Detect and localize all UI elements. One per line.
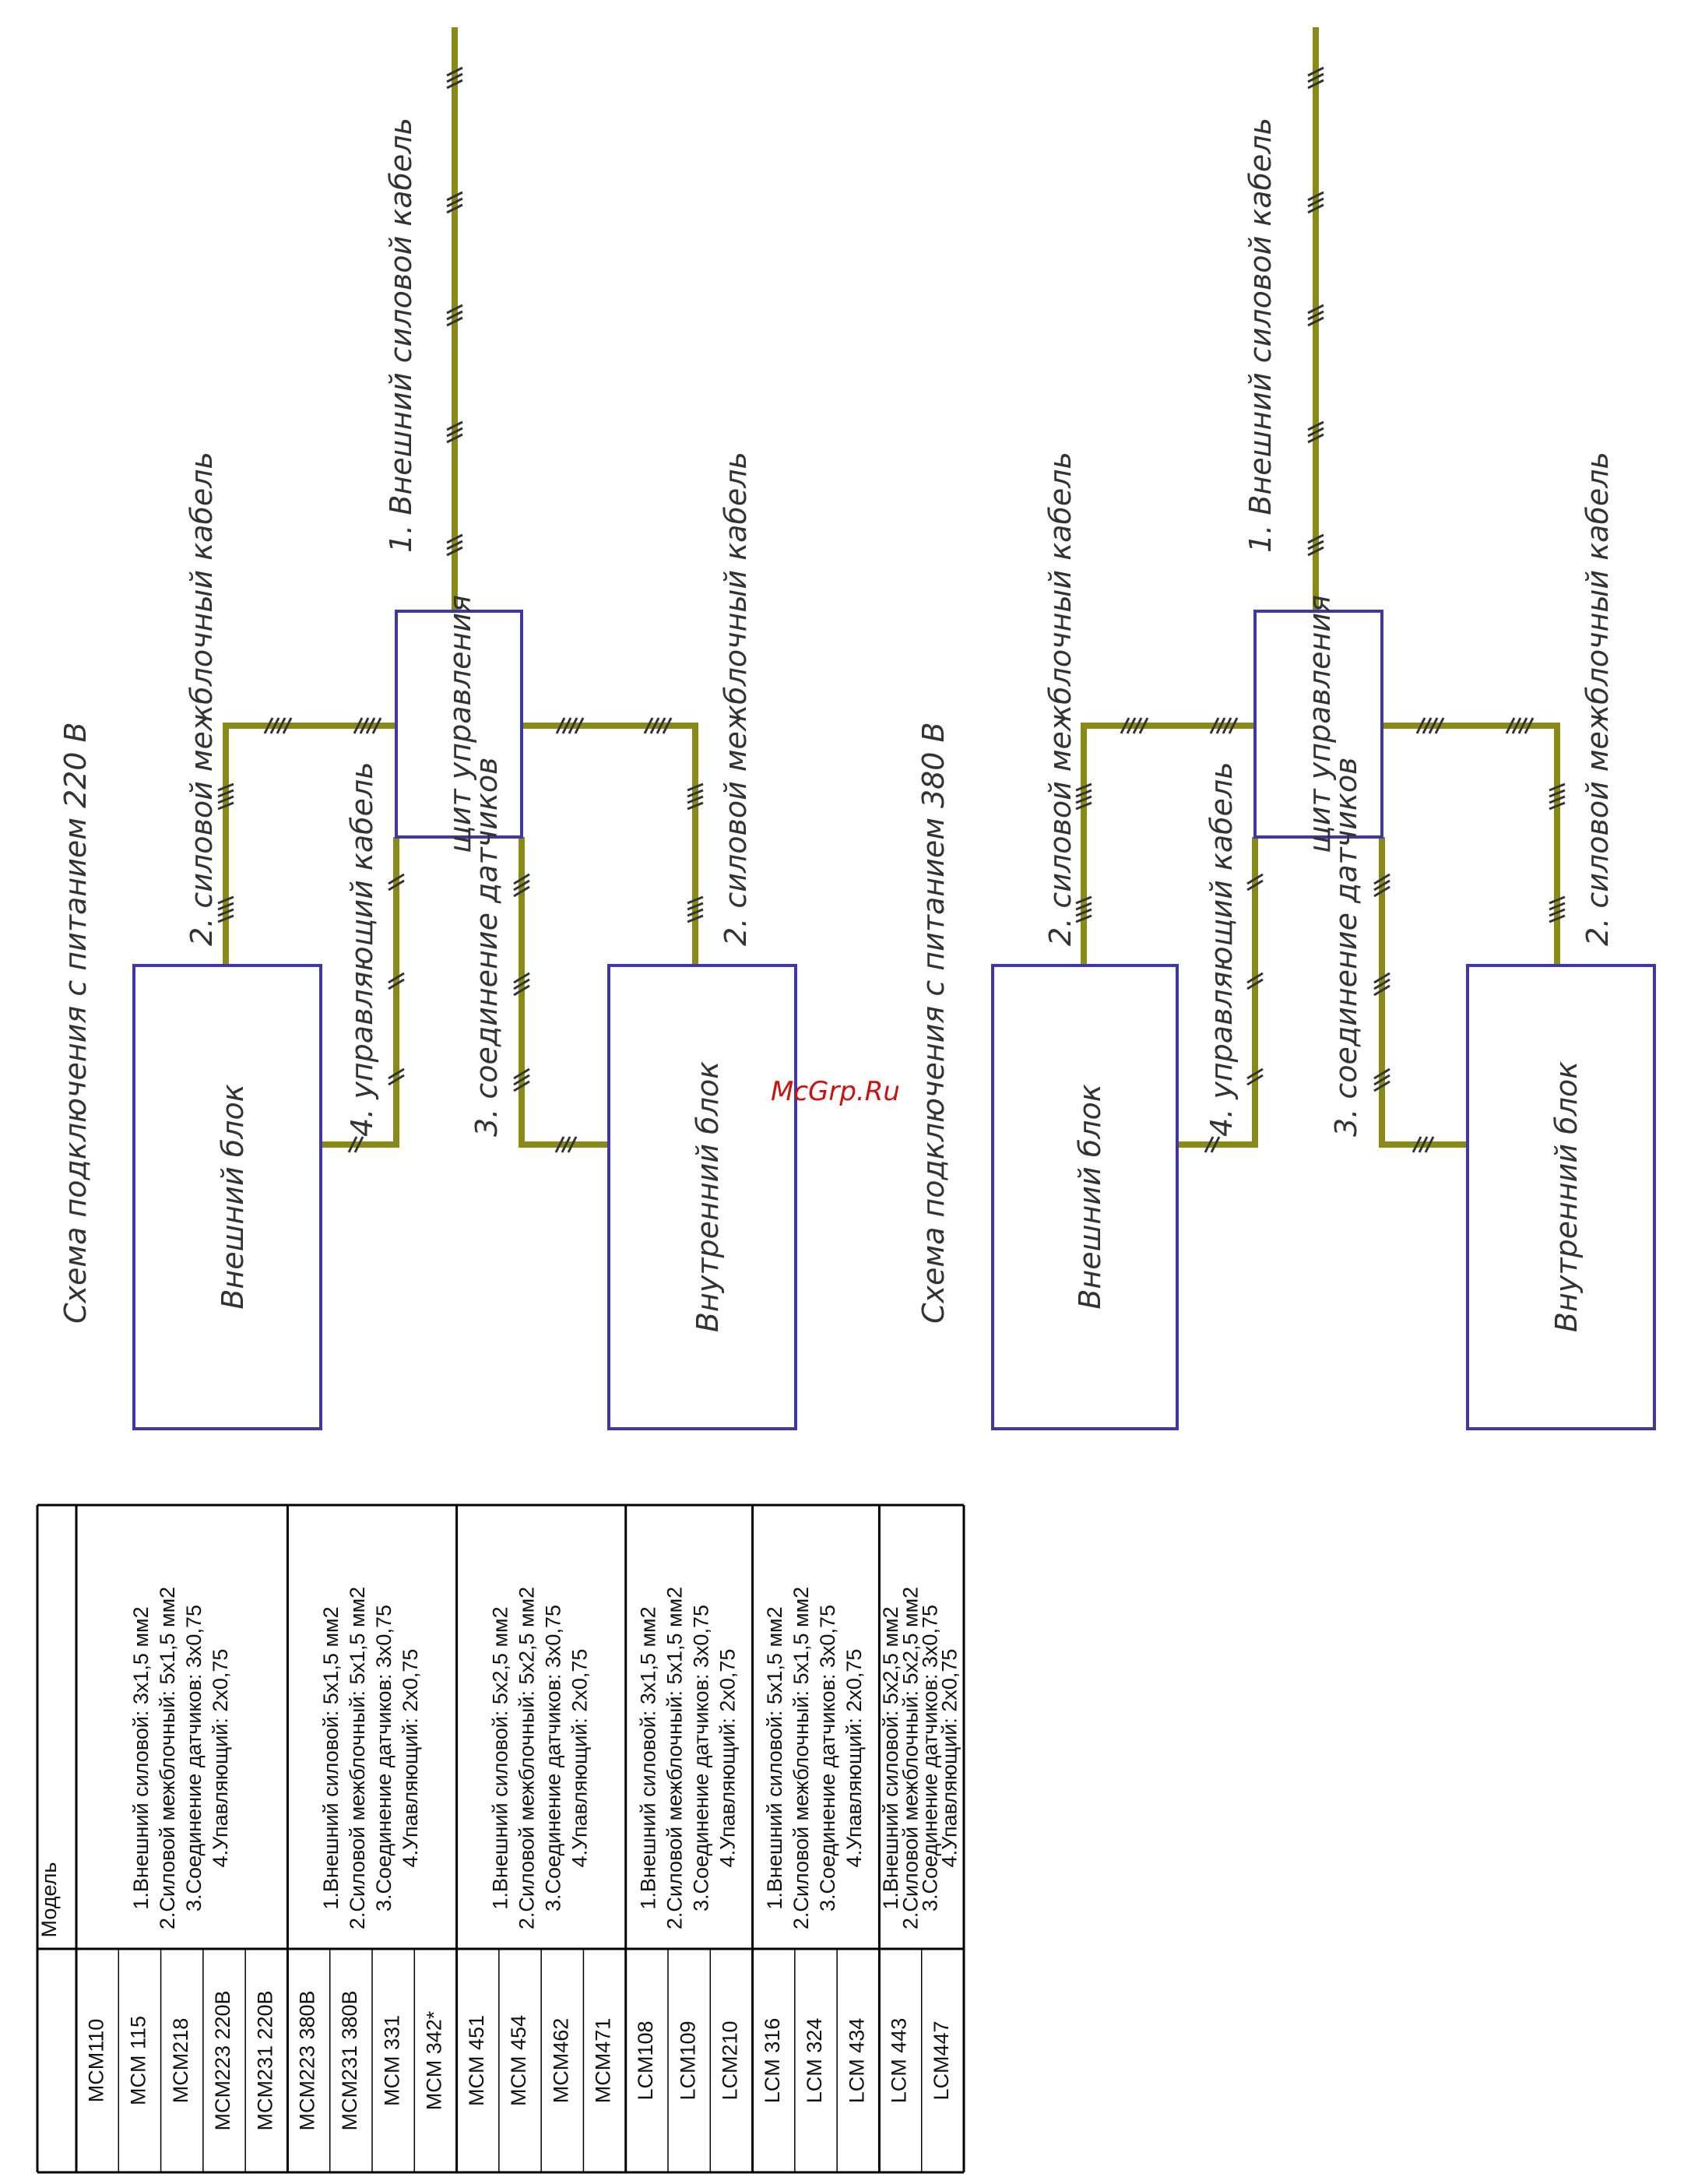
outdoor-unit-label: Внешний блок (1073, 1084, 1107, 1309)
spec-line: 2.Силовой межблочный: 5x2,5 мм2 (898, 1587, 922, 1929)
cable-3-line (1379, 837, 1468, 1148)
cable-1-label: 1. Внешний силовой кабель (384, 118, 418, 553)
model-cell: MCM223 220B (211, 1990, 234, 2130)
model-cell: MCM 342* (423, 2010, 446, 2110)
spec-line: 2.Силовой межблочный: 5x1,5 мм2 (156, 1587, 179, 1929)
indoor-unit-box (607, 964, 797, 1430)
model-cell: MCM 331 (380, 2015, 403, 2106)
cable-2-left-label: 2. силовой межблочный кабель (185, 452, 219, 946)
spec-line: 2.Силовой межблочный: 5x1,5 мм2 (346, 1587, 369, 1929)
cable-1-label: 1. Внешний силовой кабель (1243, 118, 1278, 553)
spec-line: 4.Упавляющий: 2x0,75 (209, 1649, 232, 1868)
spec-line: 4.Упавляющий: 2x0,75 (938, 1649, 962, 1868)
model-cell: LCM 434 (845, 2018, 868, 2104)
model-cell: LCM447 (930, 2020, 953, 2100)
outdoor-unit-box (991, 964, 1179, 1430)
model-cell: LCM 443 (888, 2018, 911, 2104)
diagram-title: Схема подключения с питанием 380 В (916, 722, 951, 1324)
spec-line: 4.Упавляющий: 2x0,75 (842, 1649, 866, 1868)
cable-2-left-label: 2. силовой межблочный кабель (1043, 452, 1078, 946)
model-cell: LCM 324 (803, 2018, 826, 2104)
spec-line: 2.Силовой межблочный: 5x1,5 мм2 (789, 1587, 813, 1929)
model-cell: MCM231 220B (253, 1990, 276, 2130)
spec-line: 1.Внешний силовой: 5x1,5 мм2 (763, 1606, 786, 1909)
indoor-unit-label: Внутренний блок (1549, 1061, 1584, 1332)
model-cell: MCM110 (84, 2019, 107, 2103)
model-cell: LCM108 (634, 2020, 657, 2100)
cable-2-right-line (1382, 723, 1560, 965)
spec-line: 3.Соединение датчиков: 3x0,75 (918, 1605, 941, 1911)
indoor-unit-box (1466, 964, 1656, 1430)
diagram-380v: Схема подключения с питанием 380 В щит у… (916, 27, 1656, 1430)
spec-line: 2.Силовой межблочный: 5x2,5 мм2 (515, 1587, 538, 1929)
outdoor-unit-box (132, 964, 322, 1430)
model-cell: LCM109 (676, 2020, 699, 2100)
cable-4-line (321, 837, 399, 1148)
model-cell: MCM462 (549, 2018, 572, 2104)
spec-line: 3.Соединение датчиков: 3x0,75 (689, 1605, 712, 1911)
control-panel-label: щит управления (443, 595, 477, 853)
model-cell: MCM231 380B (338, 1990, 361, 2130)
spec-line: 3.Соединение датчиков: 3x0,75 (816, 1605, 839, 1911)
outdoor-unit-label: Внешний блок (216, 1084, 250, 1309)
cable-tick-marks (1075, 66, 1566, 1153)
cable-2-left-line (1081, 723, 1255, 965)
spec-line: 3.Соединение датчиков: 3x0,75 (541, 1605, 564, 1911)
table-body: MCM110 MCM 115 MCM218 MCM223 220B MCM231 220… (75, 1505, 965, 2172)
indoor-unit-label: Внутренний блок (691, 1061, 725, 1332)
control-panel-box (395, 610, 523, 839)
model-cell: MCM223 380B (296, 1990, 319, 2130)
cable-3-line (519, 837, 609, 1148)
control-panel-box (1253, 610, 1383, 839)
spec-line: 4.Упавляющий: 2x0,75 (715, 1649, 739, 1868)
spec-line: 3.Соединение датчиков: 3x0,75 (182, 1605, 206, 1911)
spec-line: 2.Силовой межблочный: 5x1,5 мм2 (663, 1587, 686, 1929)
spec-line: 1.Внешний силовой: 3x1,5 мм2 (129, 1606, 153, 1909)
spec-line: 3.Соединение датчиков: 3x0,75 (372, 1605, 396, 1911)
spec-line: 1.Внешний силовой: 3x1,5 мм2 (636, 1606, 659, 1909)
cable-4-label: 4. управляющий кабель (345, 761, 379, 1137)
model-cell: LCM 316 (761, 2018, 784, 2104)
model-cell: MCM 115 (127, 2016, 150, 2105)
diagram-title: Схема подключения с питанием 220 В (58, 722, 93, 1324)
table-header: Модель (37, 1862, 61, 1938)
spec-line: 1.Внешний силовой: 5x2,5 мм2 (488, 1606, 512, 1909)
cable-4-label: 4. управляющий кабель (1204, 761, 1239, 1137)
cable-2-left-line (223, 723, 396, 965)
model-cell: MCM218 (169, 2018, 192, 2104)
model-cell: MCM471 (592, 2018, 615, 2104)
diagram-220v: Схема подключения с питанием 220 В щит у… (58, 27, 797, 1430)
model-cell: MCM 451 (465, 2015, 488, 2106)
cable-tick-marks (217, 66, 704, 1153)
cable-3-label: 3. соединение датчиков (469, 758, 504, 1138)
spec-line: 1.Внешний силовой: 5x2,5 мм2 (879, 1606, 902, 1909)
watermark: McGrp.Ru (771, 1076, 900, 1107)
cable-4-line (1177, 837, 1258, 1148)
model-cell: MCM 454 (507, 2015, 530, 2106)
cable-2-right-label: 2. силовой межблочный кабель (1580, 452, 1615, 946)
cable-3-label: 3. соединение датчиков (1329, 758, 1363, 1138)
control-panel-label: щит управления (1303, 595, 1337, 853)
model-cell: LCM210 (719, 2020, 742, 2100)
cable-2-right-label: 2. силовой межблочный кабель (719, 452, 753, 946)
spec-line: 4.Упавляющий: 2x0,75 (568, 1649, 591, 1868)
spec-line: 1.Внешний силовой: 5x1,5 мм2 (319, 1606, 343, 1909)
cable-2-right-line (522, 723, 698, 965)
spec-line: 4.Упавляющий: 2x0,75 (399, 1649, 422, 1868)
